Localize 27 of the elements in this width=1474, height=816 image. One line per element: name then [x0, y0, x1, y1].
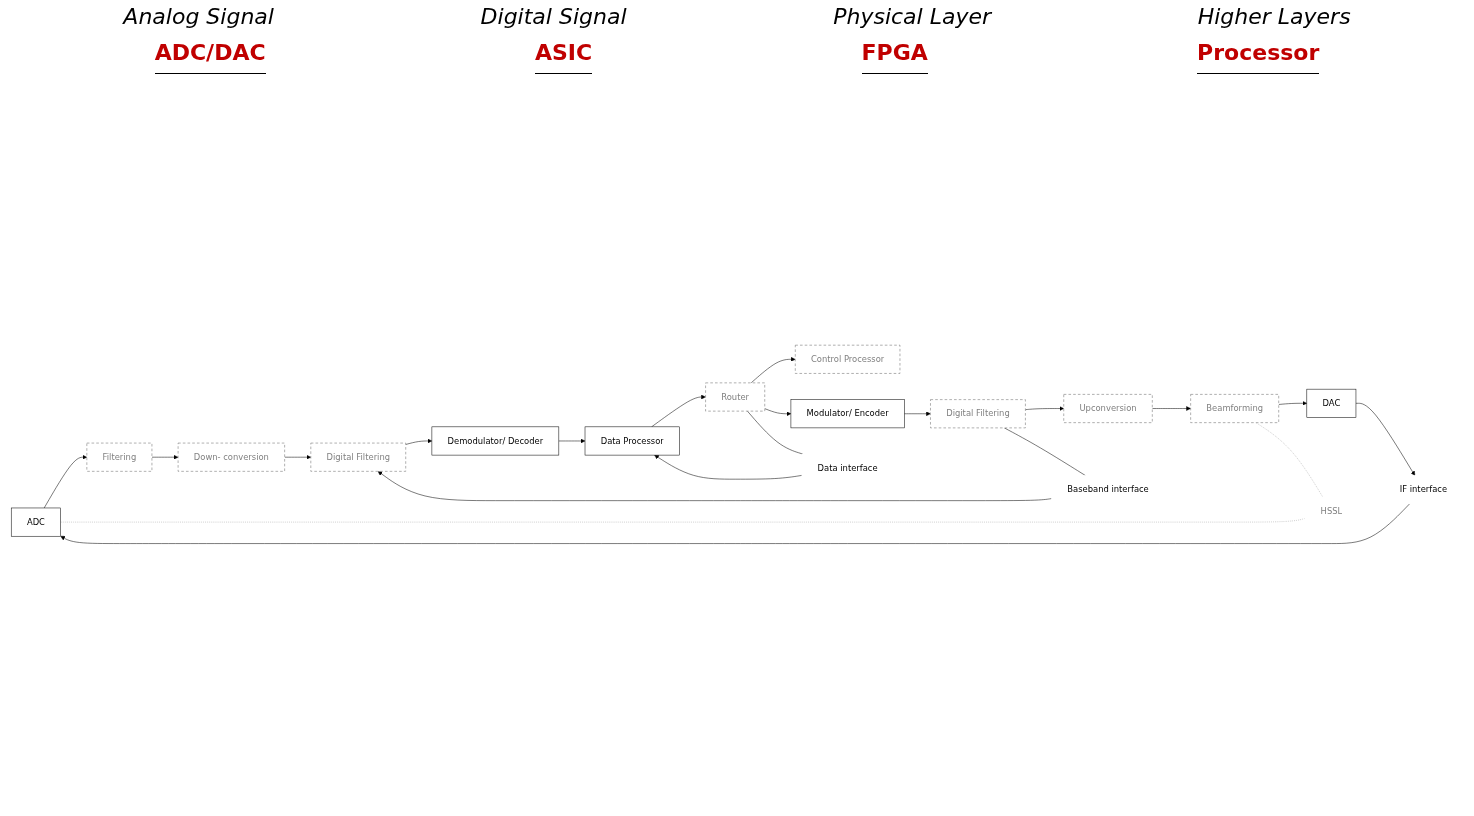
node-box: Digital Filtering	[310, 442, 406, 472]
node-box: Router	[705, 382, 765, 411]
node-box: Modulator/ Encoder	[790, 399, 905, 428]
section-label: ADC/DAC	[154, 40, 266, 74]
node-box: DAC	[1306, 388, 1357, 418]
node-box: Beamforming	[1190, 393, 1279, 423]
node-text: IF interface	[1399, 484, 1448, 494]
node-text: Baseband interface	[1067, 484, 1149, 494]
connector	[60, 517, 1306, 522]
connector	[1255, 422, 1324, 497]
column-heading: Digital Signal	[480, 4, 627, 31]
node-text: HSSL	[1320, 505, 1343, 516]
node-box: Digital Filtering	[930, 399, 1026, 428]
column-heading: Physical Layer	[833, 4, 991, 31]
column-heading: Analog Signal	[123, 4, 274, 31]
node-box: ADC	[10, 507, 61, 537]
column-heading: Higher Layers	[1197, 4, 1351, 31]
node-box: Demodulator/ Decoder	[431, 426, 560, 455]
section-label: Processor	[1197, 40, 1320, 74]
node-box: Control Processor	[795, 344, 901, 374]
node-box: Data Processor	[584, 426, 680, 455]
node-box: Filtering	[86, 442, 153, 472]
node-text: Data interface	[817, 462, 878, 473]
section-label: ASIC	[534, 40, 593, 74]
node-box: Down- conversion	[177, 442, 285, 472]
section-label: FPGA	[861, 40, 928, 74]
node-box: Upconversion	[1063, 393, 1153, 423]
